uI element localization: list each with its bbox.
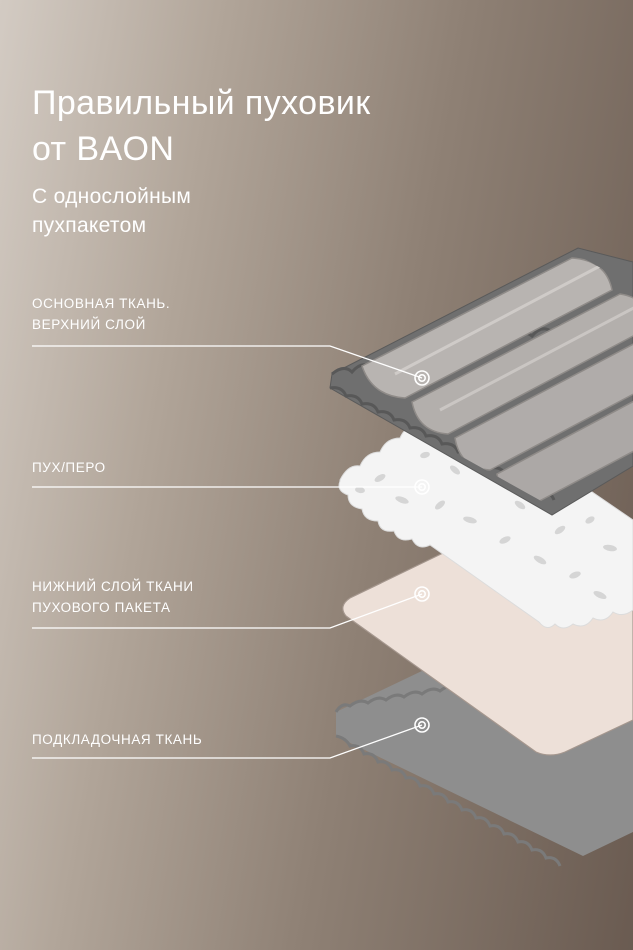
leader-line-inner (32, 593, 423, 629)
leader-lines (32, 345, 423, 759)
label-outer-line-2: Верхний слой (32, 317, 146, 332)
subtitle-line-2: пухпакетом (32, 214, 147, 237)
label-outer-line-1: Основная ткань. (32, 296, 171, 311)
layer-down (338, 416, 633, 629)
label-down-line-1: Пух/перо (32, 460, 106, 475)
label-inner-line-2: пухового пакета (32, 600, 171, 615)
layer-outer (329, 247, 633, 516)
title-line-2: от BAON (32, 130, 175, 168)
title-line-1: Правильный пуховик (32, 84, 371, 122)
label-outer-layer: Основная ткань. Верхний слой (32, 293, 332, 335)
label-lining-line-1: Подкладочная ткань (32, 732, 203, 747)
marker-outer (414, 370, 430, 386)
quilt-highlight-1 (394, 264, 601, 376)
label-inner-layer: Нижний слой ткани пухового пакета (32, 576, 332, 618)
quilt-highlight-2 (439, 300, 633, 412)
page-subtitle: С однослойным пухпакетом (32, 182, 352, 240)
leader-line-lining (32, 724, 423, 759)
page-title: Правильный пуховик от BAON (32, 80, 492, 172)
leader-line-outer (32, 345, 423, 379)
marker-lining (414, 717, 430, 733)
outer-quilted-channels (361, 257, 633, 507)
subtitle-line-1: С однослойным (32, 185, 192, 208)
down-cluster-shape (338, 416, 633, 629)
markers (414, 370, 430, 733)
marker-inner (414, 586, 430, 602)
label-down-layer: Пух/перо (32, 457, 332, 478)
down-feather-texture (355, 451, 617, 600)
label-lining-layer: Подкладочная ткань (32, 729, 332, 750)
label-inner-line-1: Нижний слой ткани (32, 579, 194, 594)
marker-down (414, 479, 430, 495)
quilt-channel-3 (454, 329, 633, 471)
